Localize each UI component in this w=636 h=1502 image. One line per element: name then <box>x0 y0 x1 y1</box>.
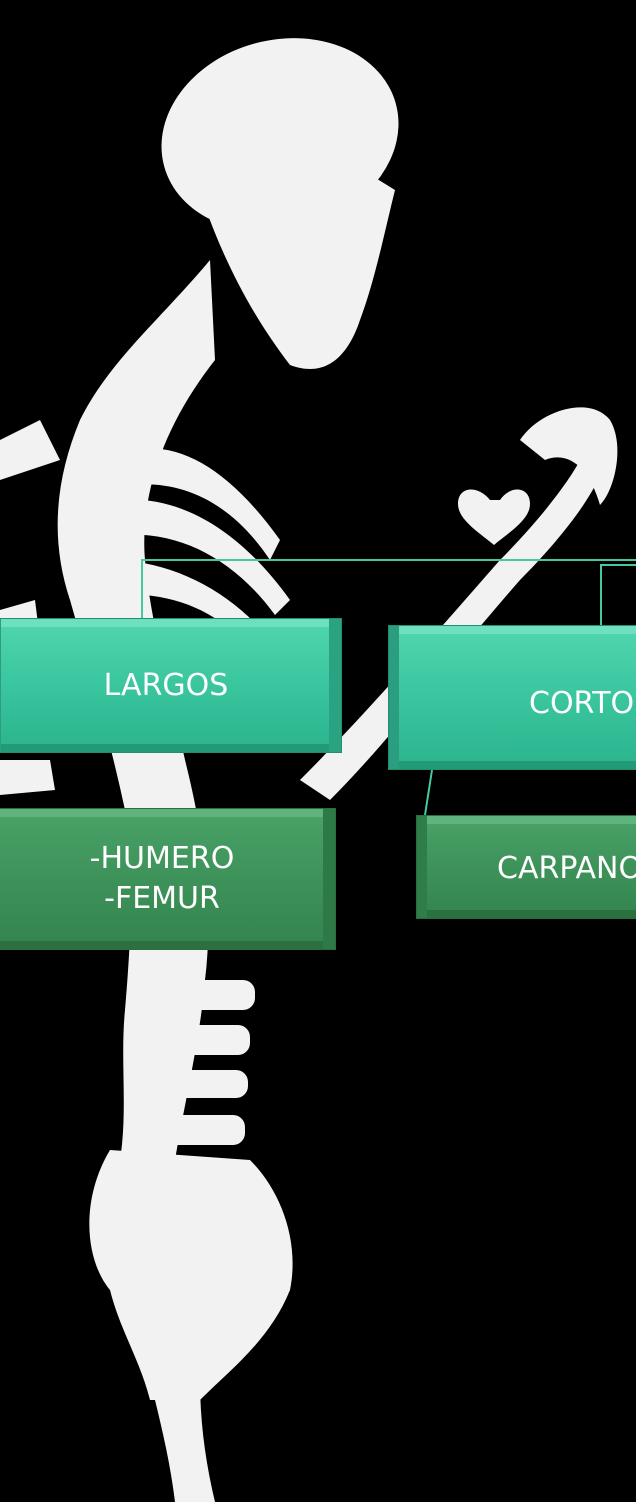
node-largos-examples: -HUMERO -FEMUR <box>0 808 336 950</box>
pelvis <box>89 1150 293 1400</box>
ribs <box>130 448 280 560</box>
node-largos: LARGOS <box>0 618 342 753</box>
node-cortos: CORTOS <box>388 625 636 770</box>
node-cortos-examples: CARPANOS <box>416 815 636 919</box>
hand <box>520 407 618 505</box>
connector-to-cortos <box>600 564 636 625</box>
connector-to-largos <box>141 559 636 618</box>
heart-shape <box>458 489 530 545</box>
femur <box>150 1380 215 1502</box>
connector-cortos-to-carpa <box>424 769 433 816</box>
skull-face <box>190 150 395 369</box>
